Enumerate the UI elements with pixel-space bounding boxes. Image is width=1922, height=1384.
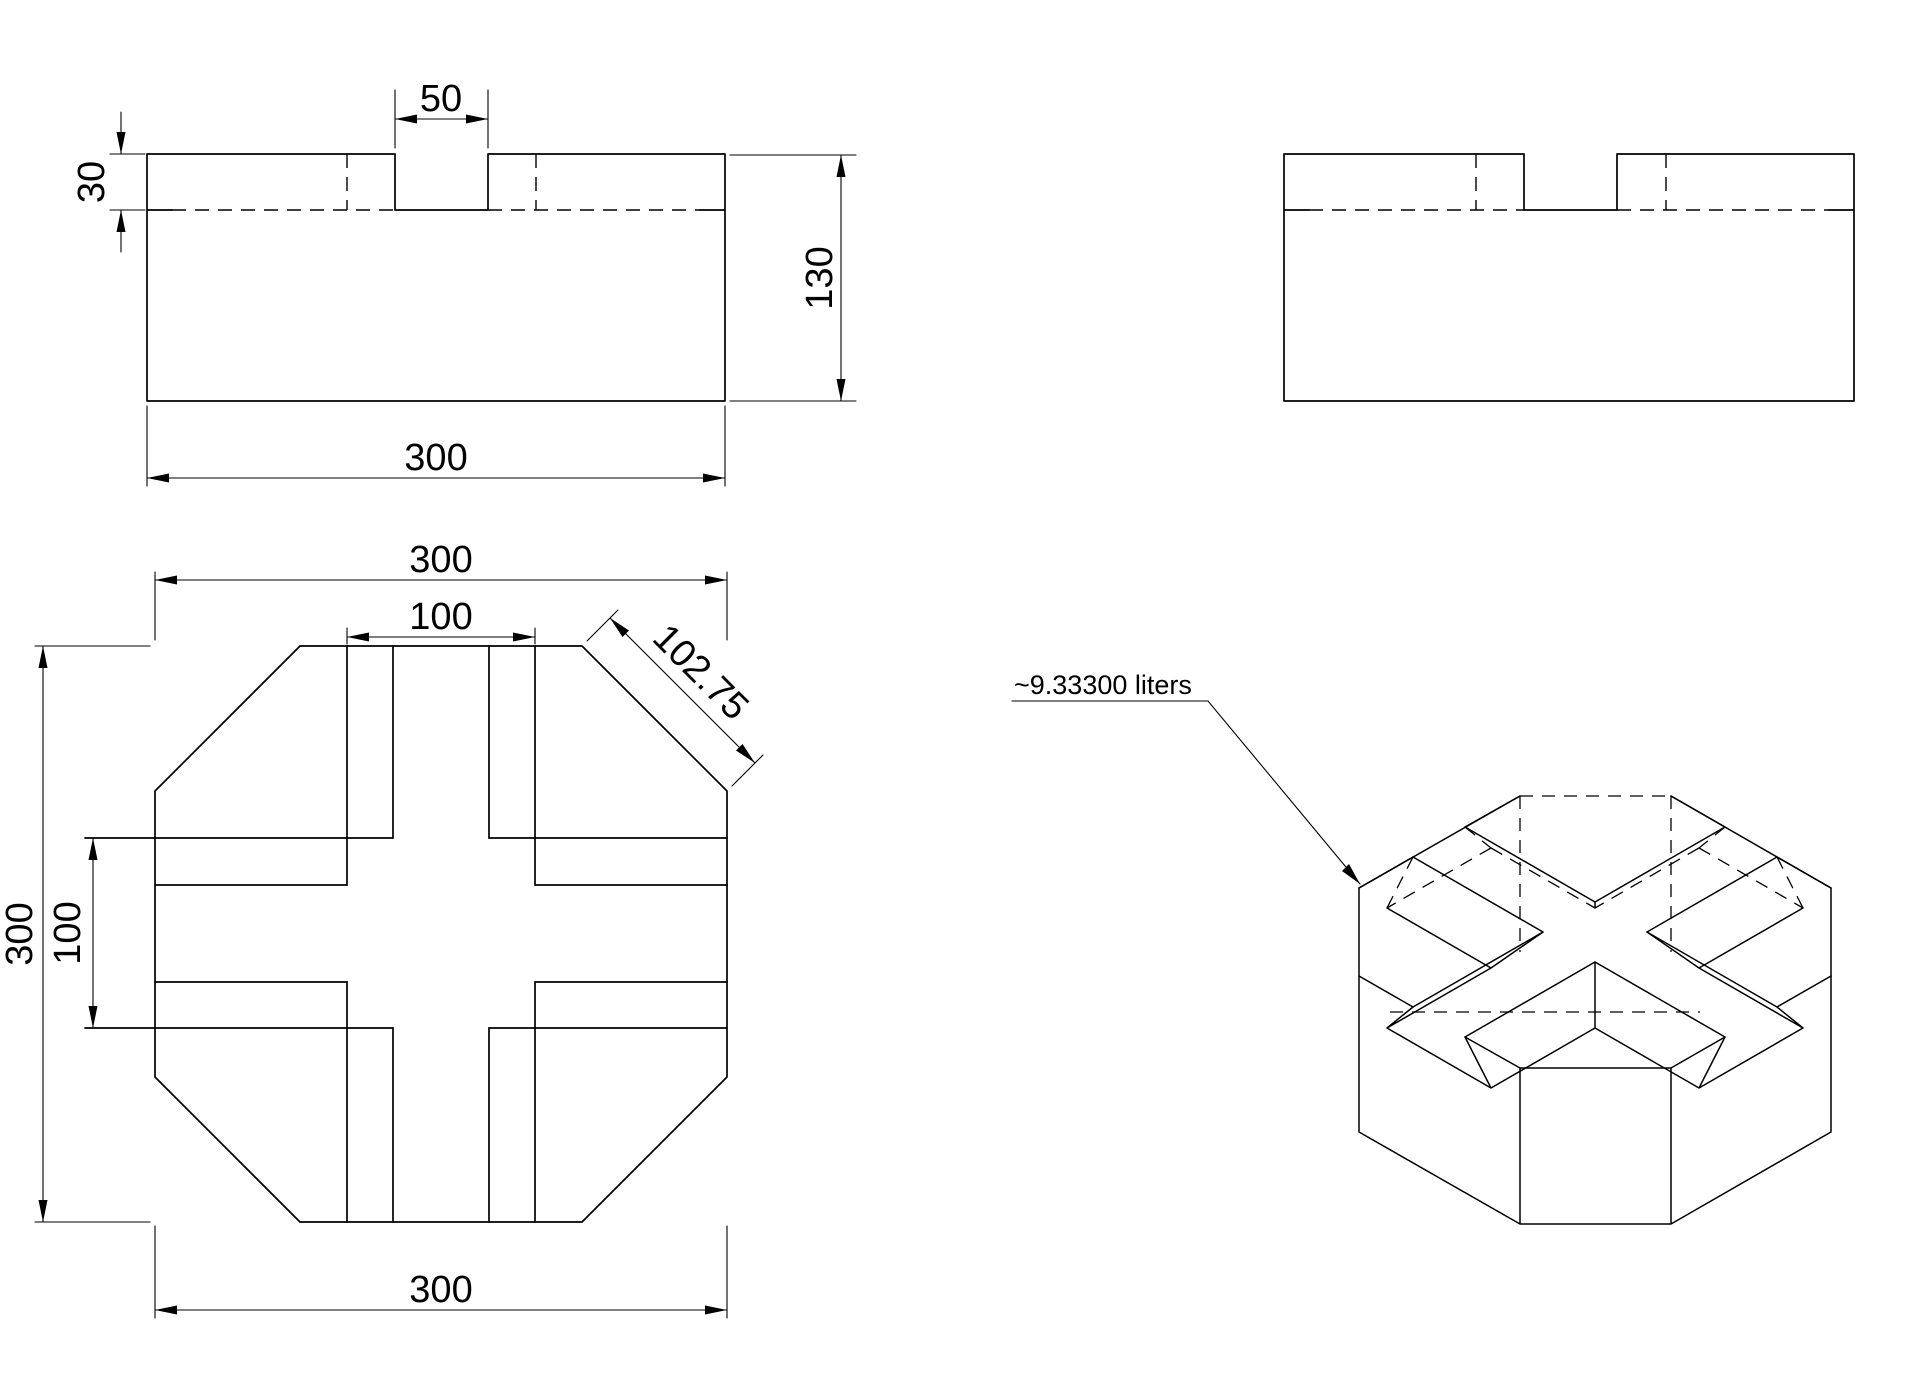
front-view: 50 30 130 300: [71, 78, 857, 487]
dim-50-arrow-left: [395, 114, 417, 124]
dim-front-300-label: 300: [404, 437, 467, 479]
dim-top-300-lines: [154, 571, 728, 641]
isometric-view: ~9.33300 liters: [1011, 670, 1832, 1225]
dim-chamfer-arrow-upper: [610, 618, 629, 637]
side-outline-path: [1283, 153, 1855, 402]
dim-30-arrow-bottom: [116, 210, 126, 232]
dim-chamfer-102-75: 102.75: [586, 609, 764, 787]
iso-silhouette: [1358, 795, 1832, 1225]
dim-50-label: 50: [420, 78, 462, 120]
volume-leader-arrow: [1342, 864, 1360, 884]
dim-top-300-label: 300: [409, 539, 472, 581]
dim-bottom-300-label: 300: [409, 1269, 472, 1311]
dim-top-width-300: 300: [154, 539, 728, 641]
dim-left-300-arrow-top: [38, 646, 48, 668]
dim-130-label: 130: [799, 246, 841, 309]
dim-left-height-300: 300: [0, 645, 151, 1223]
volume-leader-line: [1011, 700, 1361, 885]
dim-top-100-lines: [346, 627, 536, 645]
dim-chamfer-lines: [586, 609, 764, 787]
dim-step-height-30: 30: [71, 111, 146, 253]
top-outline-octagon: [154, 645, 728, 1223]
dim-top-300-arrow-left: [155, 575, 177, 585]
side-view: [1283, 153, 1855, 402]
dim-top-100-label: 100: [409, 596, 472, 638]
dim-left-100-label: 100: [47, 901, 89, 964]
dim-130-lines: [729, 154, 857, 402]
side-hidden-edges-path: [1309, 154, 1829, 211]
dim-slot-width-50: 50: [394, 78, 489, 149]
dim-left-channel-100: 100: [47, 837, 98, 1029]
front-outline-path: [146, 153, 726, 402]
dim-top-300-arrow-right: [705, 575, 727, 585]
dim-left-300-lines: [34, 645, 151, 1223]
dim-left-300-arrow-bottom: [38, 1200, 48, 1222]
dim-30-label: 30: [71, 161, 113, 203]
iso-hidden-edges: [1386, 795, 1804, 1013]
dim-chamfer-label: 102.75: [645, 617, 757, 729]
dim-total-height-130: 130: [729, 154, 857, 402]
dim-bottom-300-lines: [154, 1225, 728, 1319]
volume-leader: ~9.33300 liters: [1011, 670, 1361, 885]
dim-top-channel-100: 100: [346, 596, 536, 645]
dim-chamfer-arrow-lower: [736, 744, 755, 763]
dim-bottom-width-300: 300: [154, 1225, 728, 1319]
iso-channel-edges: [1386, 901, 1804, 1089]
dim-left-100-arrow-top: [88, 838, 98, 860]
volume-label: ~9.33300 liters: [1014, 670, 1192, 700]
dim-left-100-arrow-bottom: [88, 1006, 98, 1028]
top-view: 300 100 102.75 300 100: [0, 539, 764, 1319]
dim-front-300-arrow-right: [703, 473, 725, 483]
dim-front-300-lines: [146, 405, 726, 487]
dim-left-300-label: 300: [0, 902, 41, 965]
dim-front-width-300: 300: [146, 405, 726, 487]
front-hidden-edges-path: [172, 154, 700, 211]
dim-bottom-300-arrow-right: [705, 1305, 727, 1315]
dim-30-lines: [109, 111, 146, 253]
top-channel-contours: [84, 645, 728, 1223]
dim-130-arrow-bottom: [836, 379, 846, 401]
dim-130-arrow-top: [836, 155, 846, 177]
dim-top-100-arrow-right: [513, 632, 535, 642]
dim-30-arrow-top: [116, 132, 126, 154]
dim-front-300-arrow-left: [147, 473, 169, 483]
dim-top-100-arrow-left: [347, 632, 369, 642]
dim-bottom-300-arrow-left: [155, 1305, 177, 1315]
dim-50-arrow-right: [466, 114, 488, 124]
